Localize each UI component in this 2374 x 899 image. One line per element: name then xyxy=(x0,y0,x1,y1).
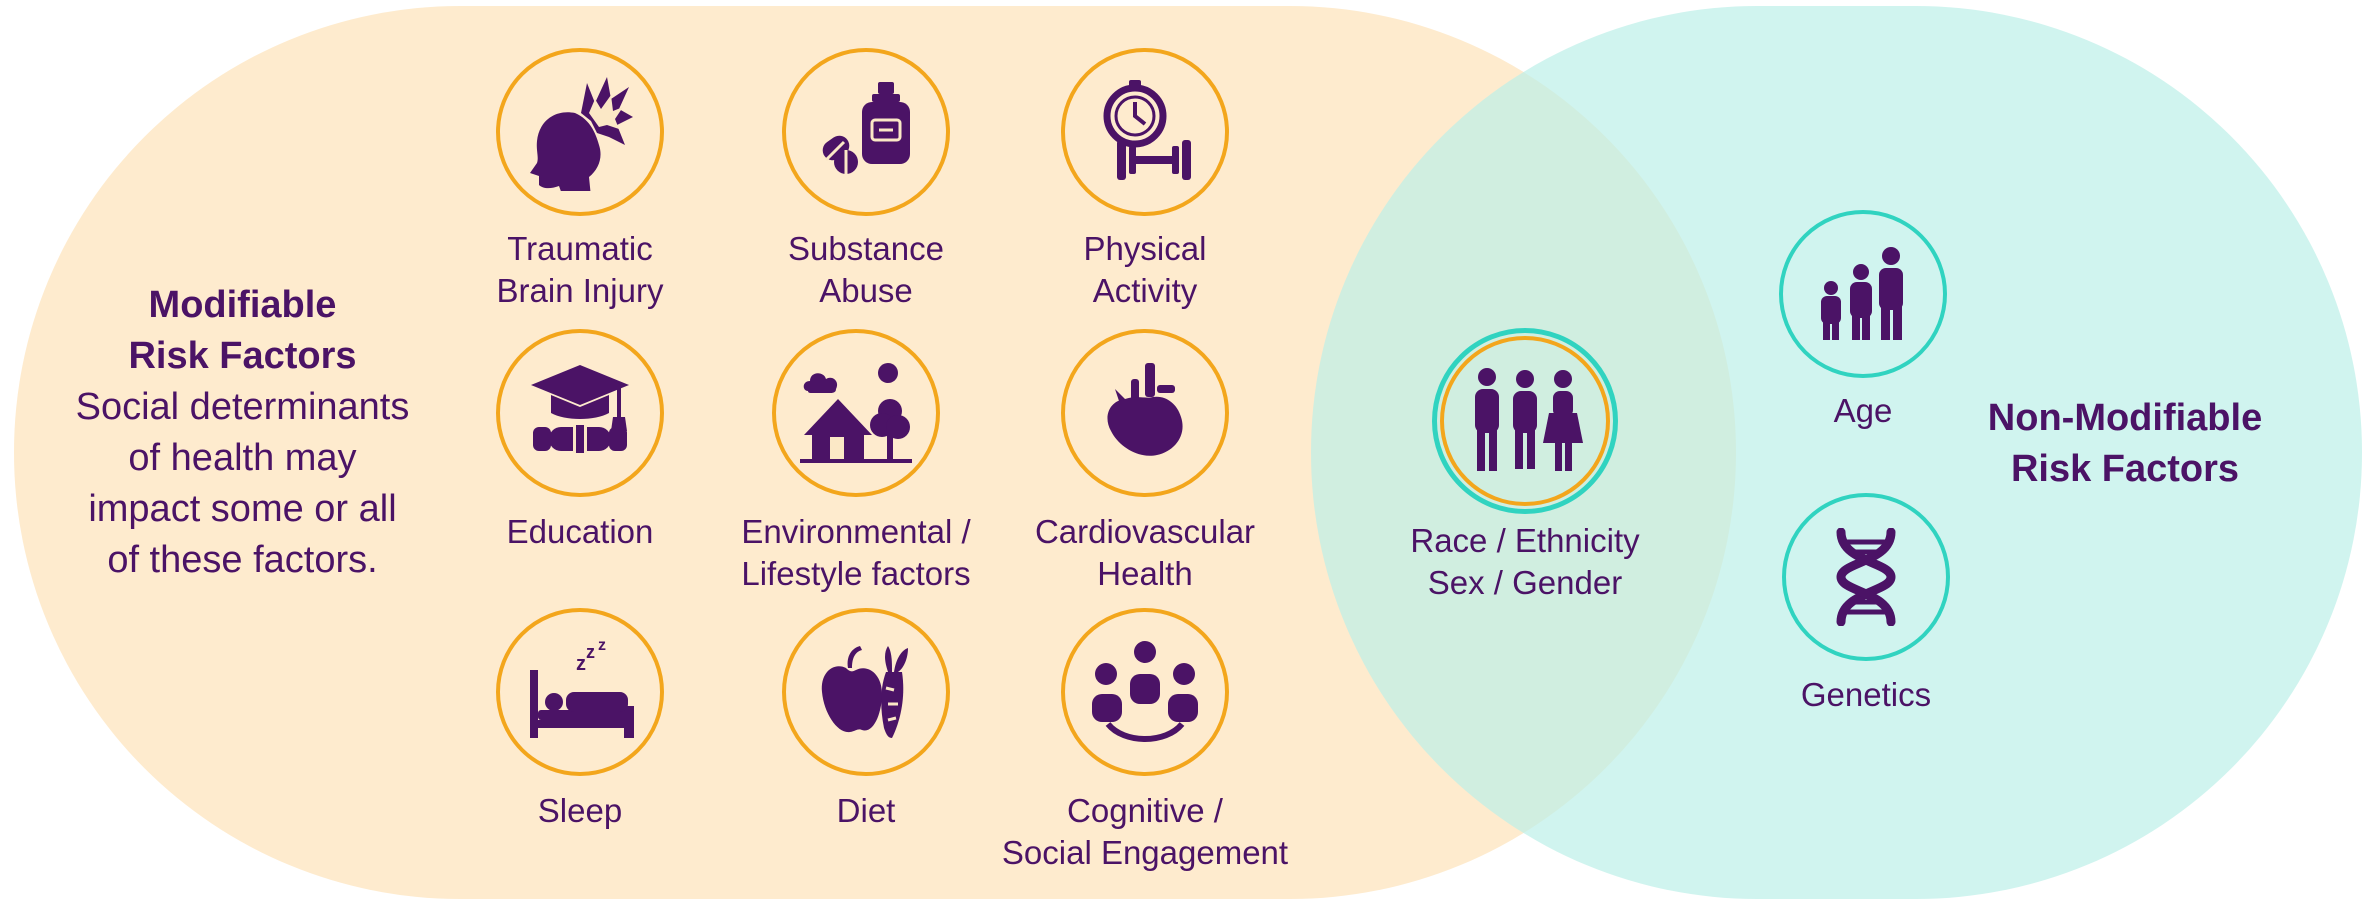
diet-label: Diet xyxy=(696,790,1036,832)
modifiable-title-line2: Risk Factors xyxy=(128,335,357,377)
non-modifiable-heading: Non-Modifiable Risk Factors xyxy=(1925,393,2325,495)
environment-icon-ring xyxy=(772,329,940,497)
diet-icon-ring xyxy=(782,608,950,776)
genetics-label: Genetics xyxy=(1696,674,2036,716)
race-icon-inner-ring xyxy=(1440,336,1610,506)
substance-label-line2: Abuse xyxy=(819,272,913,309)
environment-label-line2: Lifestyle factors xyxy=(741,555,971,592)
apple-carrot-icon xyxy=(821,646,908,738)
substance-icon-ring xyxy=(782,48,950,216)
age-label-line1: Age xyxy=(1833,392,1893,429)
svg-text:z: z xyxy=(586,642,595,662)
modifiable-description-line1: Social determinants xyxy=(75,386,410,428)
physical-label-line1: Physical xyxy=(1083,230,1207,267)
tbi-label-line1: Traumatic xyxy=(507,230,653,267)
non-modifiable-title-line2: Risk Factors xyxy=(2010,448,2240,490)
genetics-label-line1: Genetics xyxy=(1800,676,1932,713)
cognitive-label-line2: Social Engagement xyxy=(1001,834,1289,871)
bed-sleep-icon: z z z xyxy=(530,640,634,738)
sleep-icon-ring: z z z xyxy=(496,608,664,776)
sleep-label: Sleep xyxy=(410,790,750,832)
svg-text:z: z xyxy=(576,653,586,675)
cognitive-icon-ring xyxy=(1061,608,1229,776)
cardio-label-line2: Health xyxy=(1097,555,1193,592)
cognitive-label-line1: Cognitive / xyxy=(1067,792,1223,829)
modifiable-heading: Modifiable Risk Factors Social determina… xyxy=(40,280,445,586)
head-impact-icon xyxy=(530,77,633,191)
modifiable-description-line2: of health may xyxy=(128,437,357,479)
physical-label-line2: Activity xyxy=(1092,272,1198,309)
tbi-label-line2: Brain Injury xyxy=(496,272,664,309)
physical-label: Physical Activity xyxy=(975,228,1315,312)
cognitive-label: Cognitive / Social Engagement xyxy=(975,790,1315,874)
pills-bottle-icon xyxy=(822,82,910,174)
sleep-label-line1: Sleep xyxy=(537,792,623,829)
environment-label: Environmental / Lifestyle factors xyxy=(686,511,1026,595)
modifiable-description-line4: of these factors. xyxy=(107,539,378,581)
cardio-label: Cardiovascular Health xyxy=(975,511,1315,595)
tbi-icon-ring xyxy=(496,48,664,216)
race-label-line1: Race / Ethnicity xyxy=(1410,522,1640,559)
modifiable-title-line1: Modifiable xyxy=(148,284,337,326)
stopwatch-dumbbell-icon xyxy=(1103,80,1191,180)
heart-icon xyxy=(1107,363,1183,456)
family-ages-icon xyxy=(1821,247,1903,340)
people-group-icon xyxy=(1475,368,1583,471)
tbi-label: Traumatic Brain Injury xyxy=(410,228,750,312)
race-icon-ring xyxy=(1432,328,1618,514)
age-label: Age xyxy=(1693,390,2033,432)
graduation-cap-icon xyxy=(531,365,629,453)
svg-text:z: z xyxy=(598,640,606,654)
environment-label-line1: Environmental / xyxy=(741,513,971,550)
education-label-line1: Education xyxy=(506,513,654,550)
education-label: Education xyxy=(410,511,750,553)
social-group-icon xyxy=(1092,641,1198,742)
dna-icon xyxy=(1836,528,1896,626)
substance-label: Substance Abuse xyxy=(696,228,1036,312)
race-label-line2: Sex / Gender xyxy=(1427,564,1623,601)
age-icon-ring xyxy=(1779,210,1947,378)
genetics-icon-ring xyxy=(1782,493,1950,661)
non-modifiable-title-line1: Non-Modifiable xyxy=(1987,397,2263,439)
cardio-label-line1: Cardiovascular xyxy=(1034,513,1256,550)
education-icon-ring xyxy=(496,329,664,497)
physical-icon-ring xyxy=(1061,48,1229,216)
cardio-icon-ring xyxy=(1061,329,1229,497)
diet-label-line1: Diet xyxy=(836,792,896,829)
substance-label-line1: Substance xyxy=(788,230,944,267)
race-label: Race / Ethnicity Sex / Gender xyxy=(1355,520,1695,604)
house-trees-icon xyxy=(800,363,912,463)
modifiable-description-line3: impact some or all xyxy=(88,488,397,530)
